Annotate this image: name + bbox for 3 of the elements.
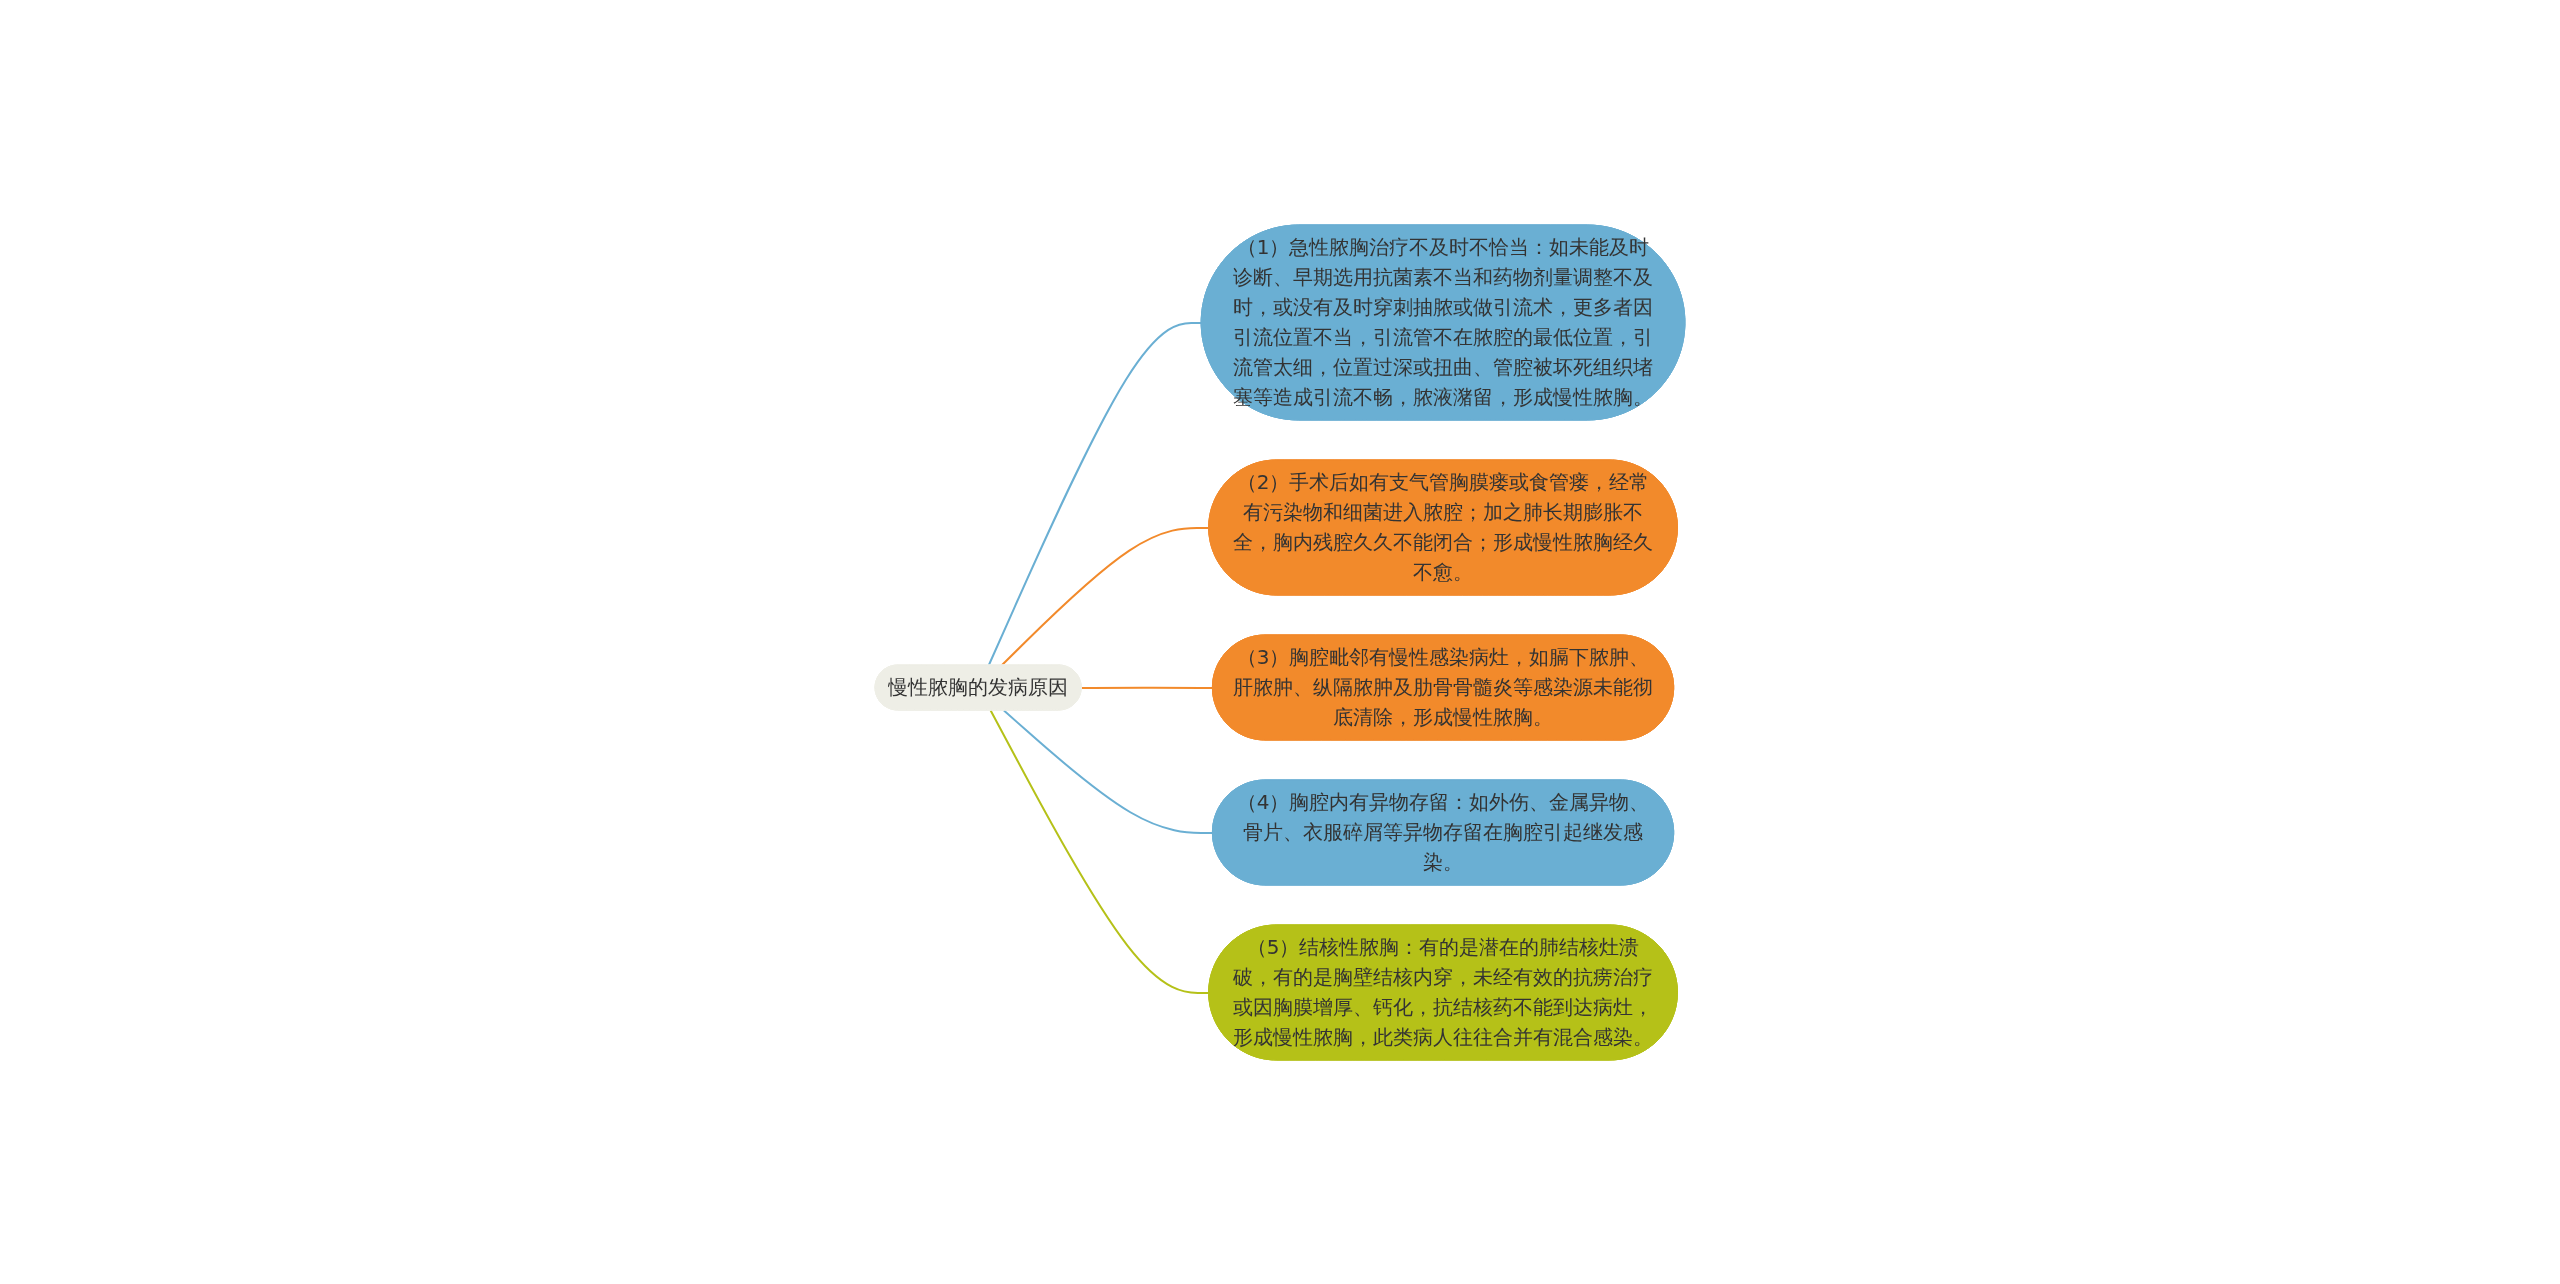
connector <box>1003 709 1214 834</box>
connector <box>1080 686 1214 689</box>
connector <box>987 321 1203 666</box>
